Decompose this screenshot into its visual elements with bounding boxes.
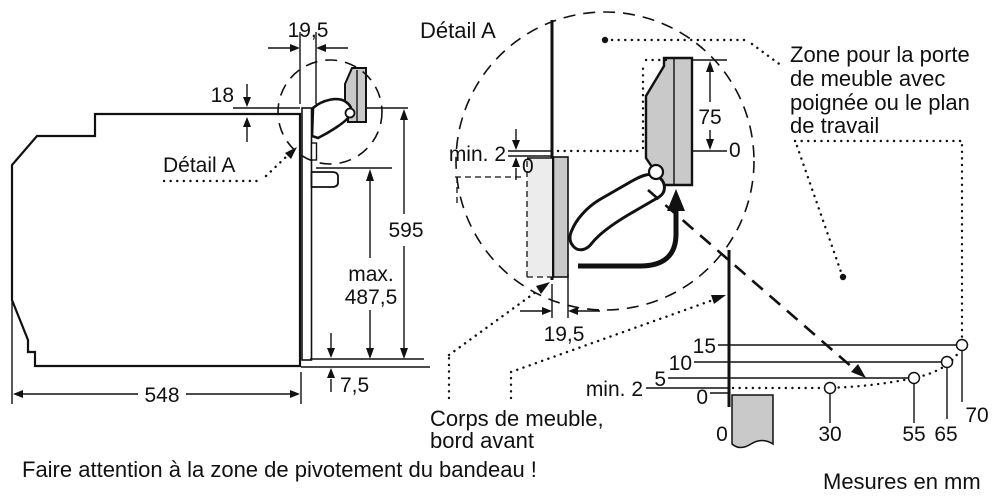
- furniture-panel-section: [731, 394, 774, 449]
- swing-arrow-head: [667, 189, 685, 211]
- dim-top-offset: 18: [211, 84, 251, 142]
- oven-body-outline: [10, 112, 302, 368]
- zone-note-leader-dots: [795, 144, 843, 274]
- zone-note-line4: de travail: [790, 113, 879, 138]
- zone-boundary-dots: [556, 58, 670, 153]
- graph-ylabel-5: 5: [654, 368, 666, 391]
- dim-max-label-2: 487,5: [345, 286, 398, 309]
- dim-top-offset-label: 18: [211, 84, 234, 107]
- dim-travel: 75 0: [693, 59, 741, 162]
- graph-ylabel-15: 15: [693, 335, 716, 358]
- pivot-point: [647, 163, 665, 181]
- zone-note-line3: poignée ou le plan: [790, 90, 970, 115]
- point-65-10: [940, 355, 954, 369]
- zone-note-line2: de meuble avec: [790, 66, 945, 91]
- hidden-ref-dashes: [455, 176, 525, 206]
- units-note: Mesures en mm: [823, 469, 981, 494]
- closed-bandeau-front: [552, 156, 569, 278]
- point-70-15: [955, 338, 969, 352]
- dim-depth: 548: [11, 300, 302, 407]
- oven-side-view: 19,5 18 595 max. 487,5: [10, 19, 430, 407]
- clearance-curve: [731, 140, 964, 390]
- closed-bandeau-hidden-border: [526, 158, 552, 278]
- zone-note-leader-dot: [839, 273, 847, 281]
- pivot-warning-note: Faire attention à la zone de pivotement …: [22, 457, 537, 482]
- swing-arrow-shaft: [578, 211, 679, 269]
- closed-bandeau-hidden: [527, 158, 552, 277]
- graph-ylabel-min2: min. 2: [586, 378, 643, 401]
- dim-travel-label: 75: [698, 106, 721, 129]
- graph-level-lines: [646, 344, 962, 394]
- graph-xlabel-70: 70: [965, 404, 988, 427]
- graph-xlabel-55: 55: [902, 423, 925, 446]
- graph-ylabel-0: 0: [696, 386, 708, 409]
- detail-a-title: Détail A: [420, 18, 496, 43]
- detail-a-callout-label: Détail A: [163, 154, 235, 177]
- dim-min-gap-label: min. 2: [449, 143, 506, 166]
- furniture-note: Corps de meuble, bord avant: [430, 282, 726, 453]
- dim-bottom-gap: 7,5: [327, 333, 369, 397]
- zone-leader-dot: [601, 36, 609, 44]
- detail-a-callout: Détail A: [162, 147, 297, 183]
- dim-detail-protrusion: 19,5: [520, 274, 600, 346]
- graph-ylabel-10: 10: [669, 352, 692, 375]
- dim-min-gap: min. 2 0: [449, 129, 551, 180]
- detail-to-curve-leader: [647, 189, 866, 378]
- oven-front-strip: [301, 107, 313, 361]
- pivot-arm: [568, 172, 666, 252]
- graph-drop-lines: [829, 350, 963, 423]
- point-55-5: [907, 371, 921, 385]
- furniture-note-line2: bord avant: [430, 428, 534, 453]
- graph-xlabel-65: 65: [934, 423, 957, 446]
- dim-zero-left-label: 0: [522, 155, 534, 178]
- dim-max-depth: max. 487,5: [345, 169, 398, 359]
- dim-zero-right-label: 0: [729, 139, 741, 162]
- detail-a-view: Détail A min. 2 0: [420, 11, 784, 346]
- clearance-graph: 15 10 5 min. 2 0 0 30 55 65 70: [586, 140, 989, 449]
- dim-height-label: 595: [388, 219, 423, 242]
- zone-leader-dots: [610, 38, 784, 68]
- dim-height: 595: [388, 109, 424, 359]
- graph-xlabel-30: 30: [818, 423, 841, 446]
- small-hinge-pivot: [344, 107, 356, 119]
- furniture-note-line1: Corps de meuble,: [430, 406, 604, 431]
- graph-xlabel-0: 0: [716, 423, 728, 446]
- dim-max-label-1: max.: [348, 263, 394, 286]
- dim-detail-protrusion-label: 19,5: [544, 323, 585, 346]
- detail-a-circle: [455, 11, 755, 311]
- small-hinge-arm: [310, 97, 353, 140]
- dim-band-protrusion: 19,5: [268, 19, 348, 104]
- dim-bottom-gap-label: 7,5: [340, 374, 369, 397]
- front-strip-step: [310, 142, 318, 161]
- zone-note-line1: Zone pour la porte: [790, 42, 970, 67]
- point-30-2: [823, 381, 837, 395]
- detail-a-marker-circle: [277, 59, 383, 165]
- door-handle-lug: [310, 171, 339, 188]
- bottom-ref-lines: [301, 358, 430, 368]
- dim-band-protrusion-label: 19,5: [288, 19, 329, 42]
- zone-note: Zone pour la porte de meuble avec poigné…: [790, 42, 970, 281]
- dim-depth-label: 548: [144, 384, 179, 407]
